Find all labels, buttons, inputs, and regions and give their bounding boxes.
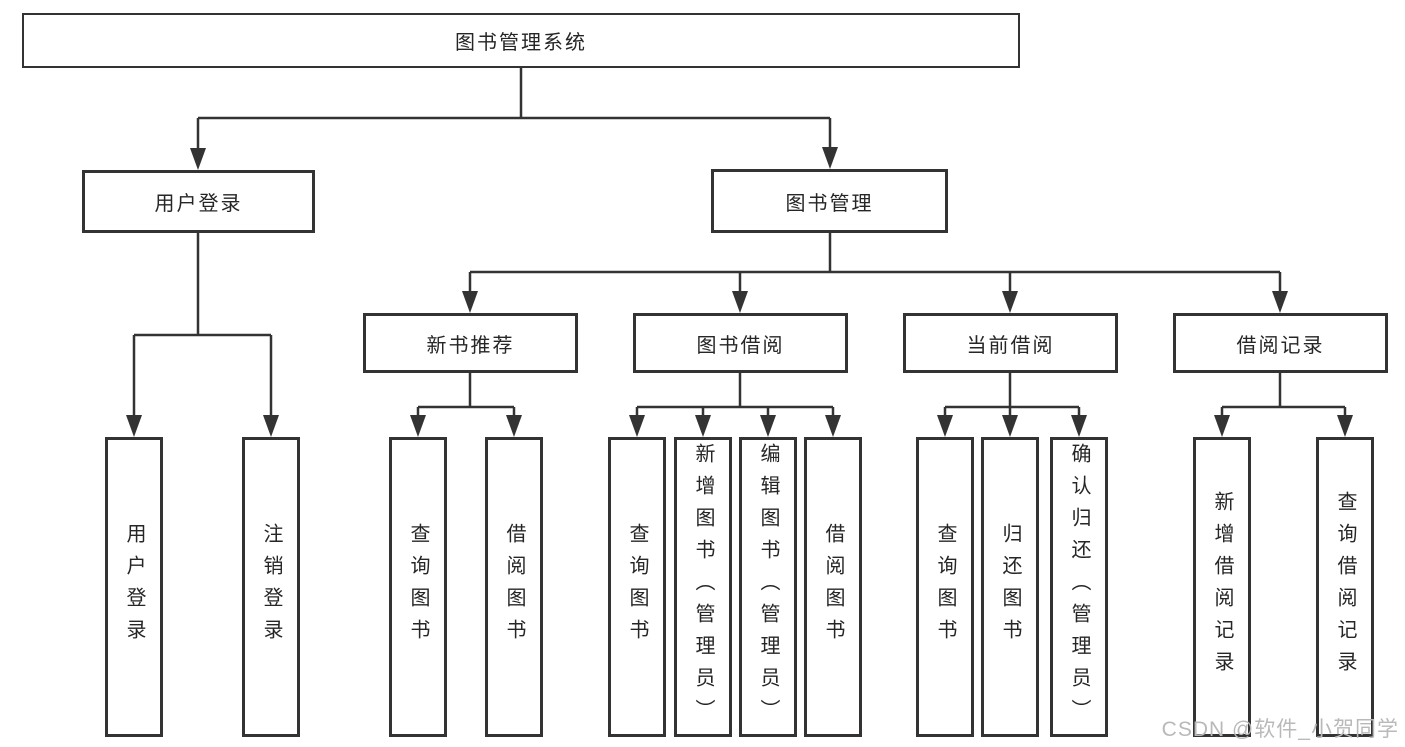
- node-label: 新增图书（管理员）: [692, 443, 714, 731]
- node-label: 用户登录: [123, 523, 145, 651]
- node-leaf-borrow-book: 借阅图书: [804, 437, 862, 737]
- node-leaf-query-borrow-record: 查询借阅记录: [1316, 437, 1374, 737]
- node-label: 确认归还（管理员）: [1068, 443, 1090, 731]
- node-label: 查询借阅记录: [1334, 491, 1356, 683]
- node-label: 图书管理: [785, 192, 874, 215]
- node-label: 注销登录: [260, 523, 282, 651]
- node-label: 图书管理系统: [455, 32, 587, 54]
- node-book-management: 图书管理: [711, 169, 948, 233]
- node-label: 借阅记录: [1236, 334, 1325, 357]
- node-label: 新增借阅记录: [1211, 491, 1233, 683]
- node-leaf-edit-book-admin: 编辑图书（管理员）: [739, 437, 797, 737]
- node-label: 当前借阅: [966, 334, 1055, 357]
- node-leaf-confirm-return-admin: 确认归还（管理员）: [1050, 437, 1108, 737]
- node-leaf-logout: 注销登录: [242, 437, 300, 737]
- node-label: 借阅图书: [503, 523, 525, 651]
- node-book-borrow: 图书借阅: [633, 313, 848, 373]
- node-label: 查询图书: [934, 523, 956, 651]
- node-leaf-borrow-book: 借阅图书: [485, 437, 543, 737]
- node-label: 归还图书: [999, 523, 1021, 651]
- node-label: 编辑图书（管理员）: [757, 443, 779, 731]
- node-label: 图书借阅: [696, 334, 785, 357]
- node-borrow-record: 借阅记录: [1173, 313, 1388, 373]
- node-new-book-recommend: 新书推荐: [363, 313, 578, 373]
- node-leaf-user-login: 用户登录: [105, 437, 163, 737]
- csdn-watermark: CSDN @软件_小贺同学: [1161, 718, 1399, 741]
- node-leaf-return-book: 归还图书: [981, 437, 1039, 737]
- node-user-login: 用户登录: [82, 170, 315, 233]
- node-label: 借阅图书: [822, 523, 844, 651]
- node-current-borrow: 当前借阅: [903, 313, 1118, 373]
- node-label: 新书推荐: [426, 334, 515, 357]
- node-label: 查询图书: [626, 523, 648, 651]
- node-label: 用户登录: [154, 193, 243, 215]
- arrowheads: [126, 147, 1353, 437]
- node-leaf-add-book-admin: 新增图书（管理员）: [674, 437, 732, 737]
- node-leaf-query-book: 查询图书: [389, 437, 447, 737]
- node-library-management-system: 图书管理系统: [22, 13, 1020, 68]
- node-leaf-query-book: 查询图书: [608, 437, 666, 737]
- node-leaf-query-book: 查询图书: [916, 437, 974, 737]
- node-label: 查询图书: [407, 523, 429, 651]
- node-leaf-add-borrow-record: 新增借阅记录: [1193, 437, 1251, 737]
